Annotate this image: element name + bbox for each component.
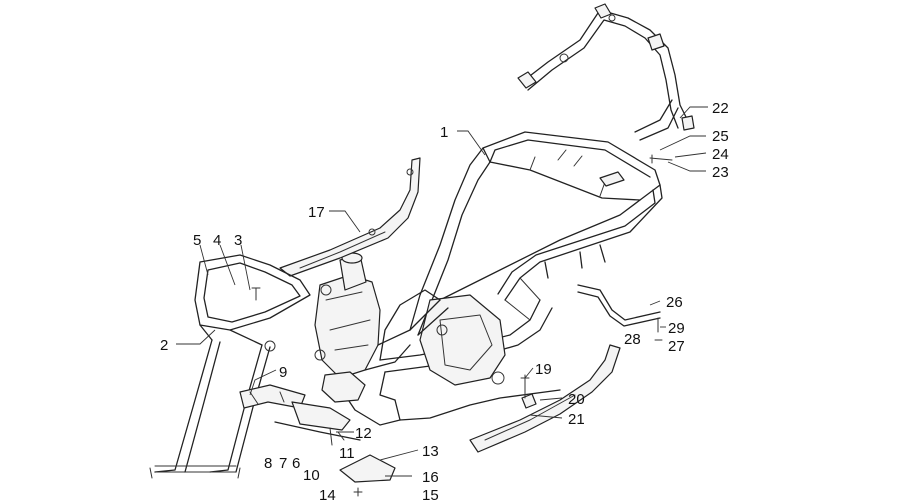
- label-5: 5: [193, 232, 201, 249]
- part-labels: 1 2 3 4 5 6 7 8 9 10 11 12 13 14 15 16 1…: [160, 100, 729, 503]
- label-15: 15: [422, 487, 439, 503]
- label-8: 8: [264, 455, 272, 472]
- label-10: 10: [303, 467, 320, 484]
- label-26: 26: [666, 294, 683, 311]
- leader-lines: [176, 106, 708, 477]
- rail-26: [577, 284, 663, 341]
- bolt-23-25: [649, 154, 673, 164]
- label-13: 13: [422, 443, 439, 460]
- label-2: 2: [160, 337, 168, 354]
- label-29: 29: [668, 320, 685, 337]
- front-support: [149, 254, 311, 479]
- label-17: 17: [308, 204, 325, 221]
- label-6: 6: [292, 455, 300, 472]
- label-22: 22: [712, 100, 729, 117]
- label-28: 28: [624, 331, 641, 348]
- label-1: 1: [440, 124, 448, 141]
- label-9: 9: [279, 364, 287, 381]
- label-19: 19: [535, 361, 552, 378]
- label-23: 23: [712, 164, 729, 181]
- label-14: 14: [319, 487, 336, 503]
- label-4: 4: [213, 232, 221, 249]
- main-frame: [314, 131, 663, 426]
- label-12: 12: [355, 425, 372, 442]
- center-stand: [239, 384, 361, 446]
- label-16: 16: [422, 469, 439, 486]
- rear-grab-rail: [517, 3, 695, 141]
- label-24: 24: [712, 146, 729, 163]
- bracket-17: [279, 157, 421, 277]
- label-25: 25: [712, 128, 729, 145]
- label-21: 21: [568, 411, 585, 428]
- bracket-13: [339, 454, 396, 497]
- side-bracket: [469, 344, 621, 453]
- label-20: 20: [568, 391, 585, 408]
- label-27: 27: [668, 338, 685, 355]
- label-3: 3: [234, 232, 242, 249]
- label-7: 7: [279, 455, 287, 472]
- label-11: 11: [339, 445, 355, 462]
